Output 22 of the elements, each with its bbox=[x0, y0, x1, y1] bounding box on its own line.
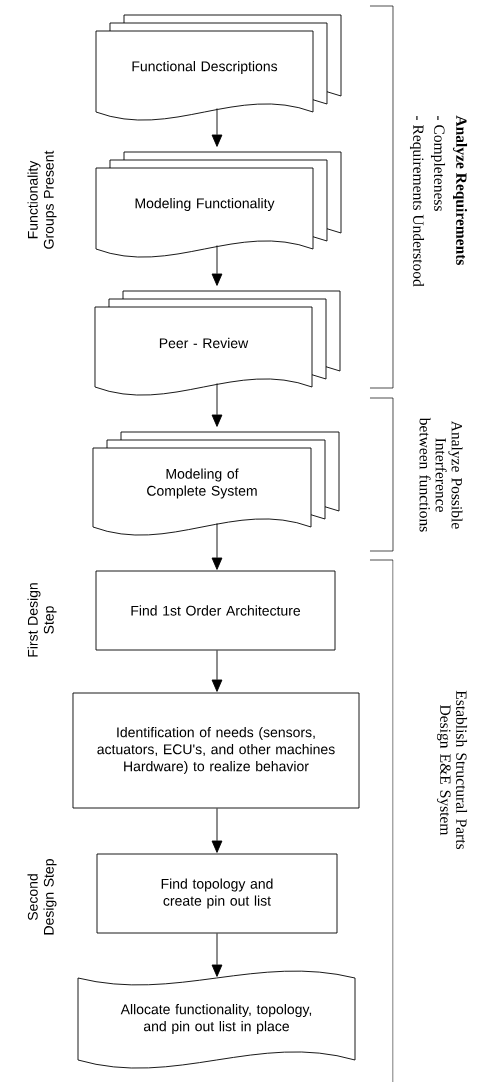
annotation-text: Establish Structural Parts Design E&E System bbox=[436, 690, 468, 850]
arrow bbox=[211, 523, 223, 570]
document-stack: Functional Descriptions bbox=[95, 14, 342, 121]
side-label: First Design Step bbox=[27, 583, 57, 657]
arrow bbox=[211, 933, 223, 977]
annotation-text: Analyze Possible Interference between functions bbox=[419, 417, 463, 532]
process-box: Find 1st Order Architecture bbox=[95, 570, 336, 651]
annotation-text: - Completeness bbox=[431, 116, 446, 211]
annotation-text: Analyze Requirements bbox=[452, 115, 468, 266]
annotation-text: - Requirements Understood bbox=[410, 116, 425, 287]
arrow bbox=[211, 108, 223, 147]
side-label: Functionality Groups Present bbox=[27, 150, 57, 249]
arrow bbox=[211, 245, 223, 286]
side-label: Second Design Step bbox=[27, 859, 57, 935]
process-box: Identification of needs (sensors, actuators, ECU's, and other machines Hardware) to realize behavior bbox=[72, 692, 360, 809]
arrow bbox=[211, 808, 223, 853]
arrow bbox=[211, 650, 223, 692]
arrow bbox=[211, 383, 223, 427]
document-stack: Modeling Functionality bbox=[95, 151, 342, 258]
document-stack: Peer - Review bbox=[94, 290, 341, 396]
process-box: Find topology and create pin out list bbox=[96, 853, 338, 934]
document-stack: Modeling of Complete System bbox=[92, 431, 340, 536]
